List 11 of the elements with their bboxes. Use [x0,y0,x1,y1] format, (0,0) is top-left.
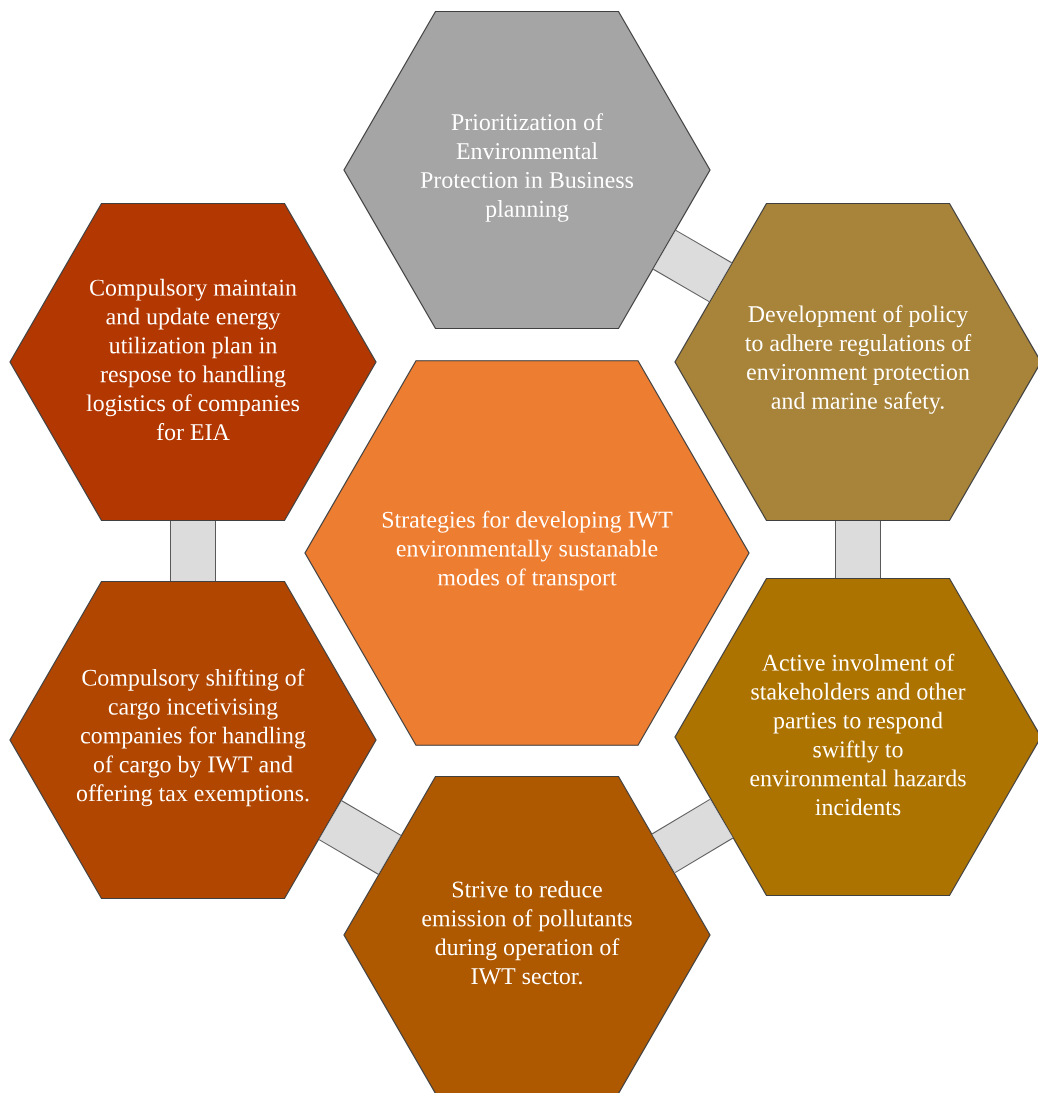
connector-band [835,521,881,578]
connector-band [653,229,732,303]
connector-band [651,798,734,874]
hexagon-box: Active involment of stakeholders and other parties to respond swiftly to environmental hazards incidents [674,577,1038,897]
hexagon-box: Strive to reduce emission of pollutants during operation of IWT sector. [343,775,711,1093]
hexagon-box: Development of policy to adhere regulations of environment protection and marine safety. [674,202,1038,522]
hexagon-box: Prioritization of Environmental Protection in Business planning [343,10,711,330]
hexagon-box: Compulsory shifting of cargo incetivising companies for handling of cargo by IWT and offering tax exemptions. [9,580,377,900]
connector-band [318,800,402,875]
connector-band [170,521,216,581]
hexagon-box: Compulsory maintain and update energy utilization plan in respose to handling logistics of companies for EIA [9,202,377,522]
